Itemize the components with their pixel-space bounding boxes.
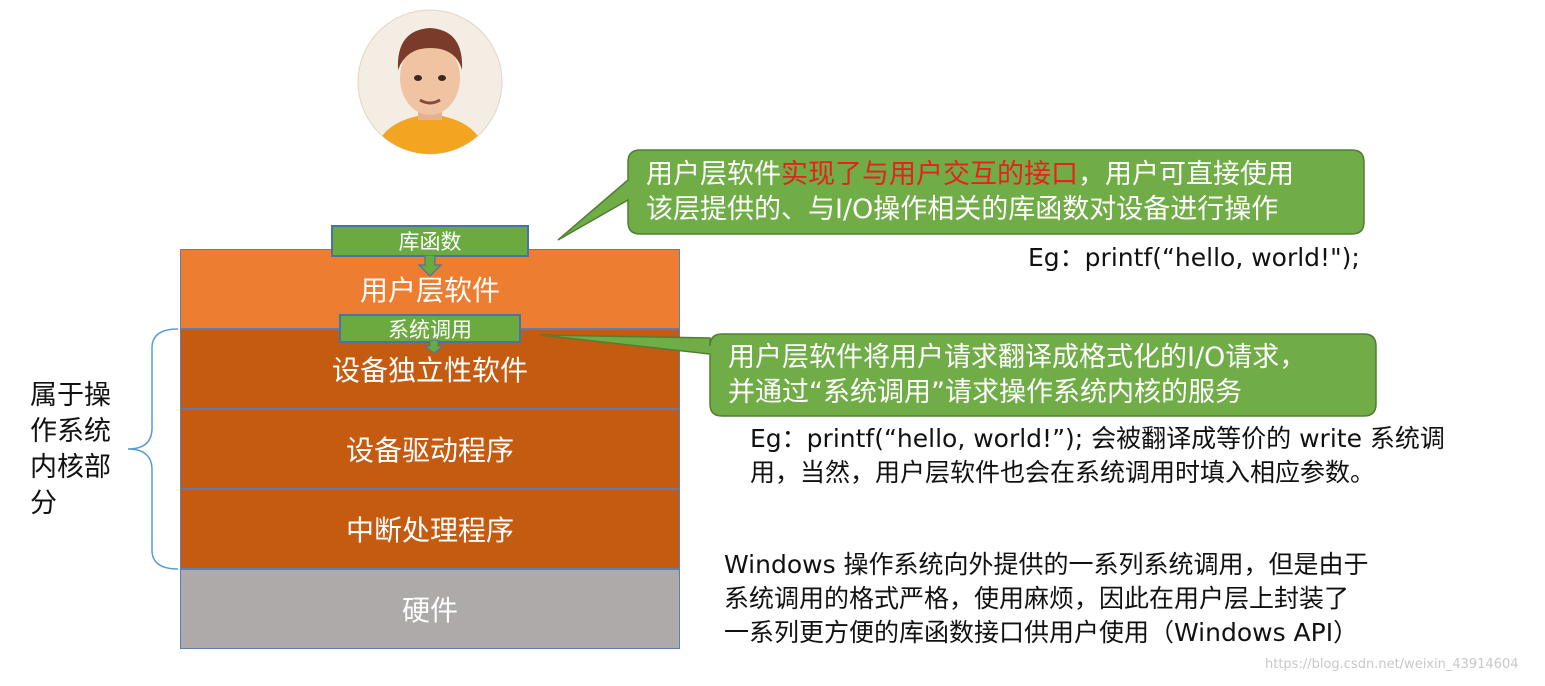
- system-call-tag: 系统调用: [339, 314, 521, 343]
- layer-interrupt-handler-label: 中断处理程序: [345, 514, 514, 547]
- note-line: 一系列更方便的库函数接口供用户使用（Windows API）: [724, 618, 1359, 647]
- kernel-label: 属于操 作系统 内核部 分: [30, 378, 111, 522]
- note-line: 系统调用的格式严格，使用麻烦，因此在用户层上封装了: [724, 584, 1350, 613]
- layer-device-independent-label: 设备独立性软件: [331, 354, 528, 387]
- library-function-tag: 库函数: [331, 225, 529, 257]
- down-arrow-icon: [424, 340, 444, 354]
- example-printf: Eg：printf(“hello, world!");: [1028, 243, 1360, 272]
- layer-device-driver-label: 设备驱动程序: [345, 434, 514, 467]
- library-function-label: 库函数: [398, 230, 462, 254]
- callout-text: 用户层软件: [646, 159, 781, 190]
- callout-line: 并通过“系统调用”请求操作系统内核的服务: [728, 377, 1242, 408]
- down-arrow-icon: [418, 255, 442, 277]
- windows-api-note: Windows 操作系统向外提供的一系列系统调用，但是由于 系统调用的格式严格，…: [724, 548, 1369, 650]
- example-line: Eg：printf(“hello, world!”); 会被翻译成等价的 wri…: [750, 424, 1445, 453]
- layer-device-driver: 设备驱动程序: [180, 409, 680, 489]
- watermark: https://blog.csdn.net/weixin_43914604: [1265, 657, 1519, 672]
- callout-highlight-text: 实现了与用户交互的接口: [781, 159, 1078, 190]
- callout-line: 用户层软件将用户请求翻译成格式化的I/O请求，: [728, 342, 1307, 373]
- layer-hardware-label: 硬件: [401, 594, 458, 627]
- kernel-label-line: 内核部: [30, 452, 111, 483]
- kernel-label-line: 作系统: [30, 416, 111, 447]
- callout-translate-request-text: 用户层软件将用户请求翻译成格式化的I/O请求， 并通过“系统调用”请求操作系统内…: [728, 340, 1306, 410]
- kernel-brace: [127, 328, 179, 570]
- example-line: 用，当然，用户层软件也会在系统调用时填入相应参数。: [750, 458, 1376, 487]
- kernel-label-line: 分: [30, 488, 57, 519]
- layer-interrupt-handler: 中断处理程序: [180, 489, 680, 569]
- callout-line: 该层提供的、与I/O操作相关的库函数对设备进行操作: [646, 194, 1279, 225]
- callout-user-interface-text: 用户层软件实现了与用户交互的接口，用户可直接使用 该层提供的、与I/O操作相关的…: [646, 157, 1294, 227]
- note-line: Windows 操作系统向外提供的一系列系统调用，但是由于: [724, 550, 1369, 579]
- kernel-label-line: 属于操: [30, 380, 111, 411]
- layer-user-software-label: 用户层软件: [359, 274, 500, 307]
- layer-hardware: 硬件: [180, 569, 680, 649]
- callout-line: 用户层软件实现了与用户交互的接口，用户可直接使用: [646, 157, 1294, 192]
- example-write-syscall: Eg：printf(“hello, world!”); 会被翻译成等价的 wri…: [750, 422, 1445, 490]
- callout-text: ，用户可直接使用: [1078, 159, 1294, 190]
- system-call-label: 系统调用: [388, 317, 472, 342]
- user-avatar-icon: [357, 9, 503, 155]
